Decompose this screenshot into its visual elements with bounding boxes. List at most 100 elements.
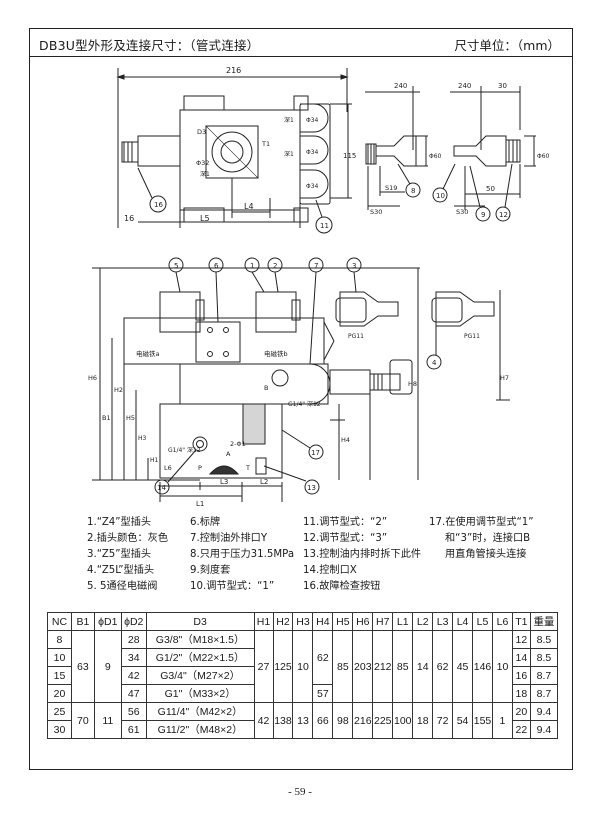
port-depth-c: 深1 [200,170,210,178]
callout-14: 14 [157,484,166,492]
col-d3: D3 [145,612,255,631]
cell-h6: 216 [352,702,374,739]
col-l4: L4 [452,612,474,631]
dim-l1: L1 [196,500,204,508]
cell-weight: 9.4 [529,720,559,739]
dim-h1: H1 [150,457,159,464]
col-h3: H3 [292,612,314,631]
dim-b1: B1 [102,414,111,422]
port-x-label: G1/4" 深12 [288,400,321,408]
table-row: 25 70 11 56 G11/4"（M42×2） 42 138 13 66 9… [47,702,559,739]
cell-l3: 72 [432,702,454,739]
legend-item: 13.控制油内排时拆下此件 [303,549,422,560]
cell-h2: 138 [272,702,294,739]
cell-l1: 100 [392,702,414,739]
cell-weight: 8.7 [529,684,559,703]
port-phi34-c: Φ34 [306,183,319,190]
dim-240-a: 240 [394,82,407,90]
callout-17: 17 [311,449,320,457]
parts-legend: 1.“Z4”型插头 6.标牌 11.调节型式：“2” 17.在使用调节型式“1”… [57,513,557,595]
cell-l4: 45 [452,630,474,703]
col-weight: 重量 [529,612,559,631]
cell-d2: 42 [120,666,147,685]
legend-item: 16.故障检查按钮 [303,581,381,592]
legend-item: 2.插头颜色：灰色 [87,533,169,544]
cell-nc: 10 [47,648,72,667]
cell-t1: 16 [511,666,531,685]
callout-16: 16 [154,201,163,209]
table-row: 8 63 9 28 G3/8"（M18×1.5） 27 125 10 62 85… [47,630,559,703]
callout-1: 1 [250,262,254,270]
port-p-label: P [198,464,202,472]
dim-h3: H3 [138,435,147,442]
col-nc: NC [47,612,72,631]
hole-2phi1-label: 2-Φ1 [230,440,246,448]
dim-l3: L3 [220,478,228,486]
cell-h2: 125 [272,630,294,703]
dim-phi60-b: Φ60 [537,153,550,160]
table-row: 15 42 G3/4"（M27×2） 16 8.7 [47,666,559,685]
cell-t1: 18 [511,684,531,703]
legend-item: 1.“Z4”型插头 [87,517,152,528]
cell-l2: 18 [412,702,434,739]
cell-h4: 66 [312,702,334,739]
cell-l1: 85 [392,630,414,703]
cell-l6: 1 [492,702,513,739]
cell-d2: 28 [120,630,147,649]
port-t-label: T [245,464,250,472]
port-depth-b: 深1 [284,150,294,158]
page-frame: DB3U型外形及连接尺寸：（管式连接） 尺寸单位：（mm） [29,28,573,770]
dim-s19: S19 [385,184,397,192]
col-t1: T1 [511,612,531,631]
port-phi34-a: Φ34 [306,117,319,124]
cell-d1: 9 [93,630,122,703]
legend-item: 14.控制口X [303,565,357,576]
port-d3: D3 [197,128,206,136]
callout-2: 2 [273,262,277,270]
col-l2: L2 [412,612,434,631]
port-phi32: Φ32 [196,159,209,167]
callout-9: 9 [481,211,485,219]
col-l3: L3 [432,612,454,631]
dim-l2: L2 [260,478,268,486]
cell-l5: 155 [472,702,493,739]
dim-240-b: 240 [458,82,471,90]
pg11-b-label: PG11 [464,333,480,340]
dim-h6: H6 [88,374,97,382]
dim-h4: H4 [341,436,350,444]
legend-item: 6.标牌 [190,517,221,528]
callout-4: 4 [432,359,437,367]
col-l1: L1 [392,612,414,631]
dim-l5: L5 [200,214,210,223]
legend-item: 和“3”时，连接口B [445,533,531,544]
cell-l5: 146 [472,630,493,703]
page-number: - 59 - [288,786,312,798]
dim-h7: H7 [500,374,509,382]
header-bar: DB3U型外形及连接尺寸：（管式连接） 尺寸单位：（mm） [30,29,572,57]
cell-t1: 14 [511,648,531,667]
dim-phi60-a: Φ60 [429,153,442,160]
dim-h5: H5 [126,414,135,422]
table-header-row: NC B1 ϕD1 ϕD2 D3 H1 H2 H3 H4 H5 H6 H7 L1… [47,612,559,631]
cell-weight: 9.4 [529,702,559,721]
callout-13: 13 [307,484,316,492]
port-a-label: A [226,450,231,458]
legend-item: 12.调节型式：“3” [303,533,388,544]
cell-weight: 8.5 [529,630,559,649]
dim-50: 50 [486,185,495,193]
cell-h3: 13 [292,702,314,739]
cell-t1: 20 [511,702,531,721]
callout-5: 5 [174,262,178,270]
cell-d2: 61 [120,720,147,739]
cell-d3: G1/2"（M22×1.5） [145,648,255,667]
callout-12: 12 [499,211,508,219]
front-view [92,257,510,502]
pg11-a-label: PG11 [348,333,364,340]
dim-height: 115 [343,152,356,160]
table-row: 10 34 G1/2"（M22×1.5） 14 8.5 [47,648,559,667]
col-h6: H6 [352,612,374,631]
legend-item: 7.控制油外排口Y [190,533,268,544]
dim-l4: L4 [244,202,254,211]
port-t1: T1 [261,140,270,148]
col-l5: L5 [472,612,493,631]
